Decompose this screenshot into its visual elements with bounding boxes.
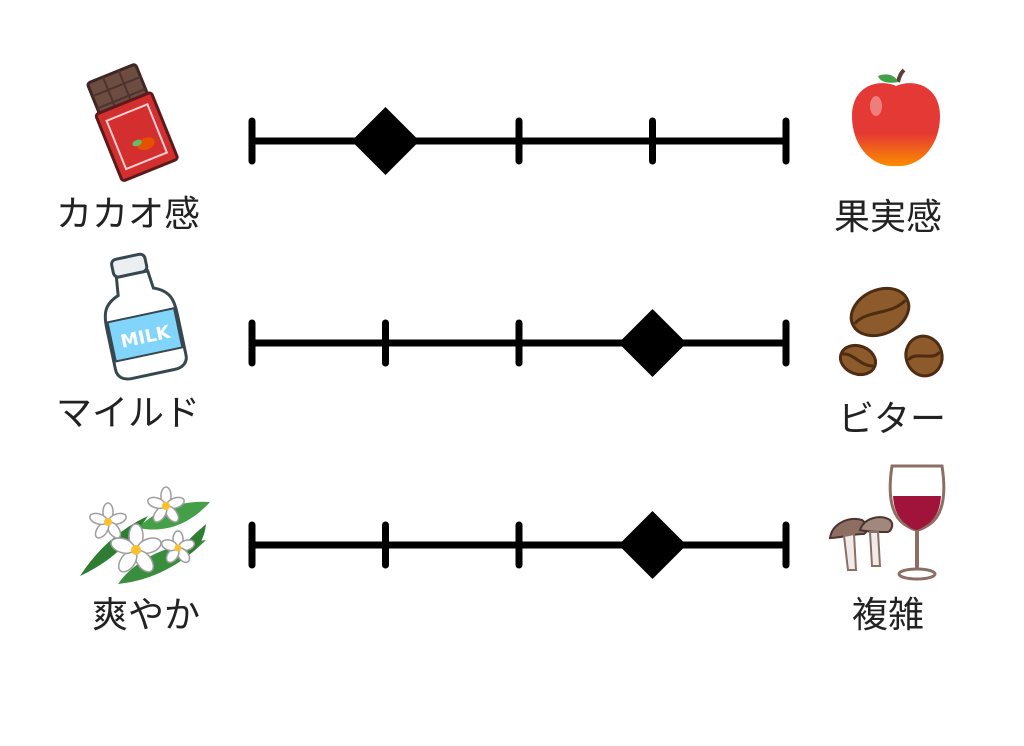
left-label-2: マイルド [56, 393, 201, 434]
scale-1 [248, 107, 790, 175]
scale-3 [248, 511, 790, 579]
scale-marker [618, 511, 687, 579]
milk-bottle-icon: MILK [103, 252, 188, 381]
scale-marker [351, 107, 420, 175]
white-flowers-icon [80, 486, 210, 584]
wine-mushroom-icon [828, 464, 946, 581]
coffee-beans-icon [838, 286, 944, 378]
scale-row-1 [86, 63, 940, 182]
left-label-1: カカオ感 [56, 194, 201, 235]
scale-row-3 [80, 464, 946, 584]
scale-2 [248, 309, 790, 377]
right-label-2: ビター [838, 399, 947, 440]
left-label-3: 爽やか [92, 595, 201, 636]
right-label-1: 果実感 [834, 197, 943, 238]
right-label-3: 複雑 [852, 595, 925, 636]
scales-layer [248, 107, 790, 579]
chocolate-bar-icon [86, 63, 179, 182]
scale-row-2: MILK [103, 252, 944, 381]
scale-marker [618, 309, 687, 377]
apple-icon [852, 68, 940, 167]
